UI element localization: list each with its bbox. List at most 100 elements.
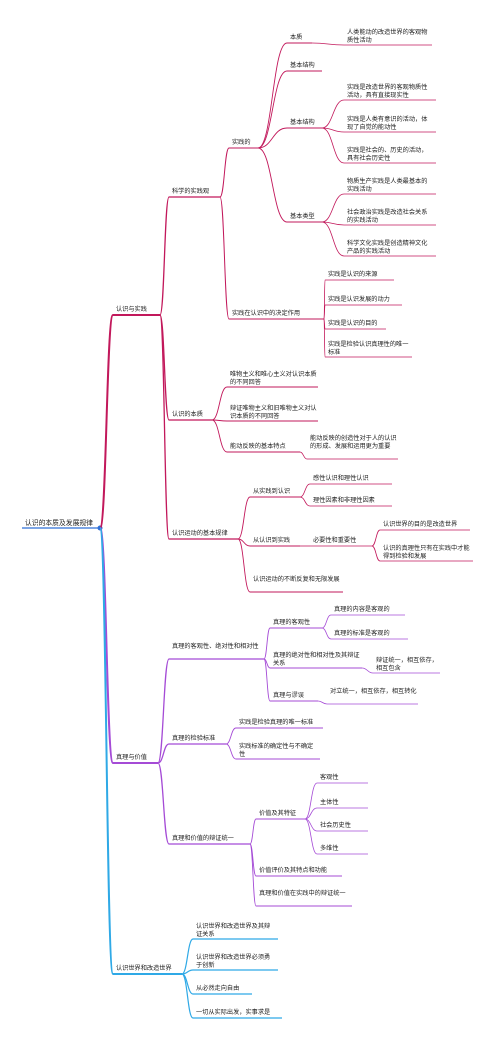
connector — [361, 667, 374, 674]
connector — [299, 451, 308, 460]
connector — [211, 419, 228, 453]
connector — [237, 496, 251, 540]
node-e5-item-1[interactable]: 认识世界的目的是改造世界 — [383, 521, 458, 528]
node-c5-item-2[interactable]: 实践标准的确定性与不确定性 — [239, 743, 314, 758]
connector — [304, 807, 318, 820]
node-d4-item-1[interactable]: 感性认识和理性认识 — [313, 475, 369, 482]
node-d3-note[interactable]: 能动反映的创造性对于人的认识的形成、发展和运用更为重要 — [310, 435, 397, 450]
connector — [237, 538, 251, 593]
node-b3-item-3[interactable]: 从必然走向自由 — [196, 985, 240, 992]
root-node[interactable]: 认识的本质及发展规律 — [25, 519, 93, 527]
connector — [321, 221, 345, 226]
node-d2-item-1[interactable]: 实践是认识的来源 — [328, 271, 378, 278]
node-e4-item-1[interactable]: 物质生产实践是人类最基本的实践活动 — [347, 178, 428, 193]
node-e1-note[interactable]: 人类能动的改造世界的客观物质性活动 — [347, 29, 428, 44]
connector — [157, 658, 170, 764]
connector — [311, 42, 345, 46]
connector — [323, 318, 326, 358]
node-d2-item-2[interactable]: 实践是认识发展的动力 — [328, 296, 390, 303]
node-d12[interactable]: 真理和价值在实践中的辩证统一 — [259, 890, 346, 897]
node-c3[interactable]: 认识运动的基本规律 — [172, 530, 228, 537]
node-c2-item-2[interactable]: 辩证唯物主义和旧唯物主义对认识本质的不同回答 — [230, 405, 317, 420]
node-b3-item-4[interactable]: 一切从实际出发，实事求是 — [196, 1009, 271, 1016]
connector — [249, 843, 257, 907]
connector — [157, 762, 170, 845]
node-e1[interactable]: 本质 — [290, 34, 303, 41]
node-e3-item-1[interactable]: 实践是改造世界的客观物质性活动，具有直接现实性 — [347, 84, 428, 99]
node-d9[interactable]: 真理与谬误 — [273, 692, 304, 699]
node-d10-item-2[interactable]: 主体性 — [320, 799, 339, 806]
node-d7-item-1[interactable]: 真理的内容是客观的 — [334, 606, 390, 613]
node-e4-item-2[interactable]: 社会政治实践是改造社会关系的实践活动 — [347, 209, 428, 224]
connector — [304, 782, 318, 820]
node-e4-item-3[interactable]: 科学文化实践是创造精神文化产品的实践活动 — [347, 240, 428, 255]
connector — [99, 314, 114, 529]
connector — [219, 147, 230, 198]
node-d8-note[interactable]: 辩证统一，相互依存，相互包含 — [376, 657, 438, 672]
node-c4[interactable]: 真理的客观性、绝对性和相对性 — [172, 643, 259, 650]
node-d5[interactable]: 从认识到实践 — [253, 537, 291, 544]
node-d2-item-3[interactable]: 实践是认识的目的 — [328, 320, 378, 327]
connector — [225, 727, 237, 745]
node-d7[interactable]: 真理的客观性 — [273, 619, 311, 626]
connector — [159, 314, 170, 540]
connector — [257, 42, 288, 149]
node-c6[interactable]: 真理和价值的辩证统一 — [172, 835, 234, 842]
node-d4-item-2[interactable]: 理性因素和非理性因素 — [313, 497, 375, 504]
node-d10-item-4[interactable]: 多维性 — [320, 845, 339, 852]
node-d7-item-2[interactable]: 真理的标准是客观的 — [334, 630, 390, 637]
connector — [211, 419, 228, 422]
connector — [317, 700, 328, 705]
node-e2[interactable]: 基本结构 — [290, 62, 315, 69]
node-b3-item-2[interactable]: 认识世界和改造世界必须勇于创新 — [196, 954, 271, 969]
node-b1[interactable]: 认识与实践 — [116, 306, 147, 313]
node-b2[interactable]: 真理与价值 — [116, 754, 147, 761]
node-d8[interactable]: 真理的绝对性和相对性及其辩证关系 — [273, 652, 360, 667]
connector — [321, 627, 332, 640]
node-d9-note[interactable]: 对立统一，相互依存，相互转化 — [330, 688, 417, 695]
node-d2[interactable]: 实践在认识中的决定作用 — [232, 310, 301, 317]
connector — [257, 70, 288, 149]
node-d6[interactable]: 认识运动的不断反复和无限发展 — [253, 576, 340, 583]
node-b3-item-1[interactable]: 认识世界和改造世界及其辩证关系 — [196, 923, 271, 938]
node-b3[interactable]: 认识世界和改造世界 — [116, 965, 172, 972]
node-d4[interactable]: 从实践到认识 — [253, 488, 291, 495]
node-d2-item-4[interactable]: 实践是检验认识真理性的唯一标准 — [328, 341, 409, 356]
connector — [159, 196, 170, 316]
connector — [263, 658, 271, 702]
node-c1[interactable]: 科学的实践观 — [172, 188, 210, 195]
node-c2[interactable]: 认识的本质 — [172, 411, 203, 418]
node-e3[interactable]: 基本结构 — [290, 119, 315, 126]
node-d10[interactable]: 价值及其特征 — [259, 810, 297, 817]
connector — [249, 818, 257, 845]
node-d1[interactable]: 实践的 — [232, 139, 251, 146]
node-d11[interactable]: 价值评价及其特点和功能 — [259, 867, 328, 874]
connector — [304, 818, 318, 855]
connector — [237, 538, 251, 547]
connector — [321, 193, 345, 223]
connector — [257, 127, 288, 149]
connector — [181, 973, 194, 1019]
connector — [321, 127, 345, 133]
node-e4[interactable]: 基本类型 — [290, 213, 315, 220]
connector — [371, 529, 381, 547]
node-c5-item-1[interactable]: 实践是检验真理的唯一标准 — [239, 719, 314, 726]
node-d10-item-3[interactable]: 社会历史性 — [320, 822, 351, 829]
node-d10-item-1[interactable]: 客观性 — [320, 774, 339, 781]
node-e3-item-3[interactable]: 实践是社会的、历史的活动，具有社会历史性 — [347, 147, 428, 162]
node-e3-item-2[interactable]: 实践是人类有意识的活动，体现了自觉的能动性 — [347, 116, 428, 131]
node-e5[interactable]: 必要性和重要性 — [313, 537, 357, 544]
connector — [321, 127, 345, 164]
connector — [225, 743, 237, 760]
node-d3[interactable]: 能动反映的基本特点 — [230, 443, 286, 450]
node-e5-item-2[interactable]: 认识的真理性只有在实践中才能得到检验和发展 — [383, 545, 470, 560]
connector — [371, 545, 381, 562]
connector — [181, 938, 194, 975]
connector — [257, 147, 288, 223]
node-c5[interactable]: 真理的检验标准 — [172, 735, 216, 742]
connector — [99, 527, 114, 975]
connector — [263, 627, 271, 660]
node-c2-item-1[interactable]: 唯物主义和唯心主义对认识本质的不同回答 — [230, 371, 317, 386]
